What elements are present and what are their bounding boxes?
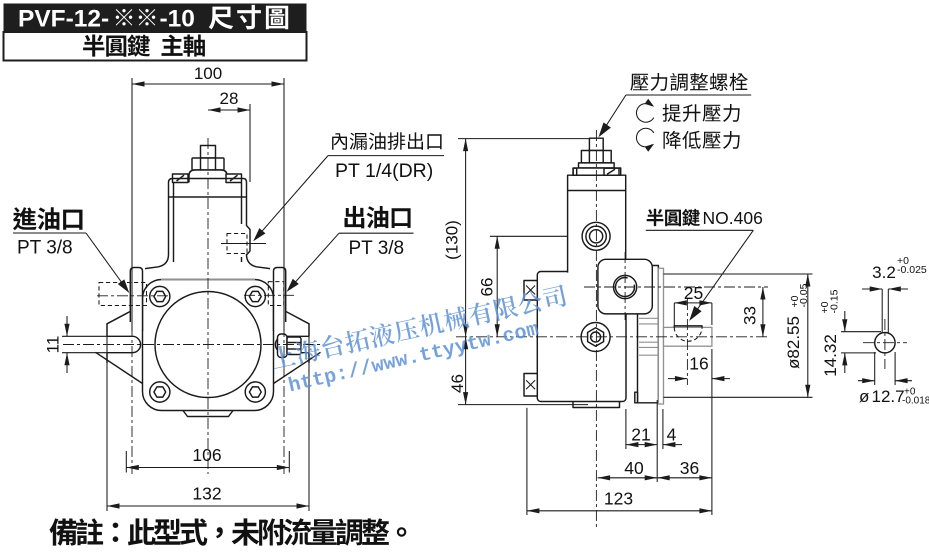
svg-text:-0.018: -0.018 <box>902 396 929 407</box>
svg-text:100: 100 <box>194 64 222 83</box>
svg-text:16: 16 <box>689 354 708 374</box>
svg-text:106: 106 <box>192 445 221 465</box>
svg-text:123: 123 <box>604 489 633 509</box>
svg-text:PT 3/8: PT 3/8 <box>349 238 405 259</box>
svg-text:ø82.55: ø82.55 <box>784 316 803 369</box>
svg-text:PT 1/4(DR): PT 1/4(DR) <box>335 160 433 182</box>
svg-text:11: 11 <box>44 336 63 354</box>
svg-text:46: 46 <box>448 374 467 393</box>
svg-text:ø: ø <box>859 387 869 406</box>
svg-text:-0.025: -0.025 <box>897 264 927 276</box>
svg-text:12.7: 12.7 <box>872 387 905 406</box>
svg-text:21: 21 <box>631 425 650 445</box>
svg-text:4: 4 <box>667 425 677 445</box>
svg-text:36: 36 <box>680 458 699 478</box>
svg-text:25: 25 <box>684 283 703 303</box>
svg-text:NO.406: NO.406 <box>703 208 763 228</box>
svg-text:40: 40 <box>624 458 644 478</box>
svg-text:(130): (130) <box>443 220 462 260</box>
svg-text:+0: +0 <box>819 301 831 313</box>
svg-text:14.32: 14.32 <box>821 334 840 377</box>
svg-text:66: 66 <box>478 278 497 297</box>
svg-text:+0: +0 <box>897 255 909 267</box>
svg-text:28: 28 <box>220 89 239 108</box>
svg-text:3.2: 3.2 <box>872 263 896 282</box>
svg-text:-0.05: -0.05 <box>798 283 810 307</box>
svg-text:PT 3/8: PT 3/8 <box>17 238 73 259</box>
svg-text:+0: +0 <box>789 295 801 307</box>
svg-text:+0: +0 <box>904 387 916 398</box>
svg-text:PVF-12-: PVF-12- <box>18 6 109 33</box>
svg-text:-0.15: -0.15 <box>829 289 841 313</box>
svg-text:33: 33 <box>741 306 760 325</box>
svg-text:132: 132 <box>192 484 221 504</box>
svg-text:-10: -10 <box>160 6 195 33</box>
